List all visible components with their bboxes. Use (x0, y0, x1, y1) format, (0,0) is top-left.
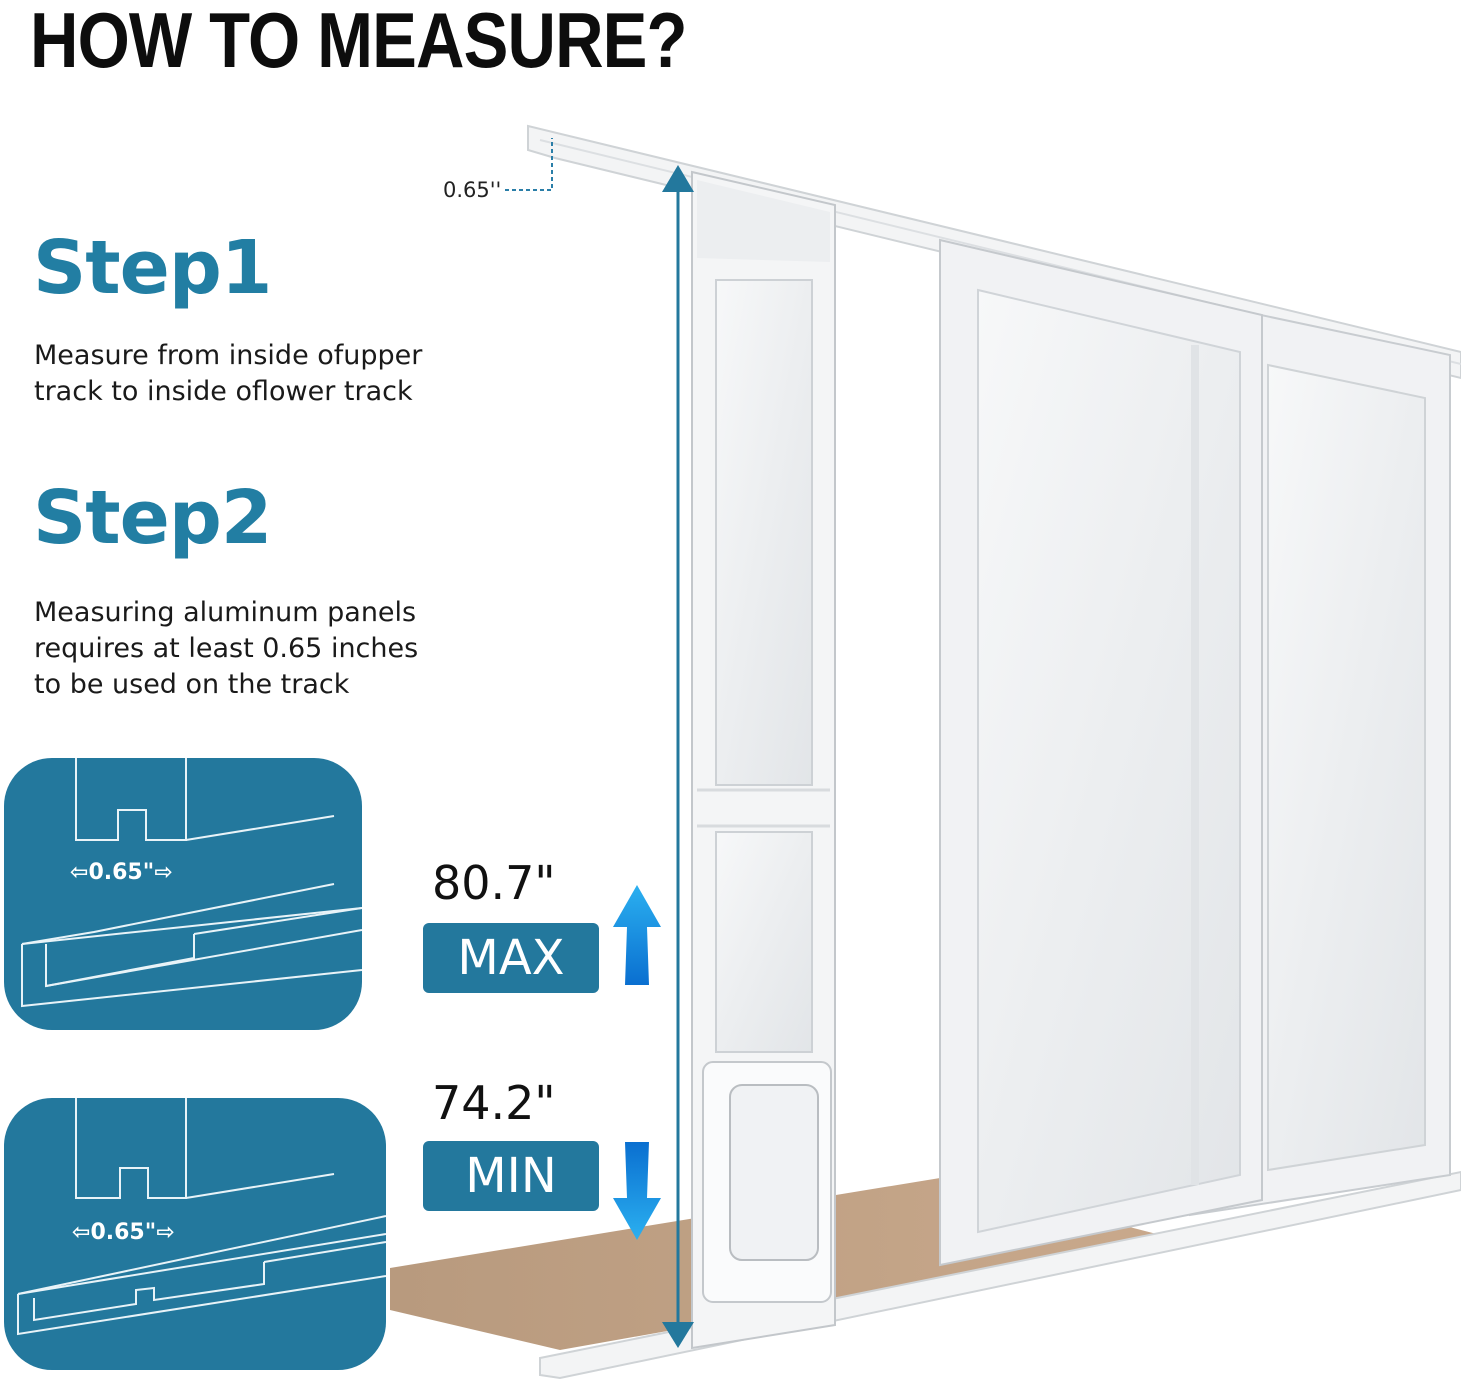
track-gap-label: ⇦0.65"⇨ (72, 1220, 175, 1245)
track-gap-value: 0.65" (88, 860, 155, 885)
step2-line: to be used on the track (34, 669, 350, 700)
left-arrow-icon: ⇦ (70, 860, 89, 885)
step1-line: Measure from inside ofupper (34, 340, 423, 371)
max-arrow (613, 885, 661, 985)
right-arrow-icon: ⇨ (156, 1220, 175, 1245)
track-gap-label: ⇦0.65"⇨ (70, 860, 173, 885)
page-title: HOW TO MEASURE? (30, 0, 688, 84)
right-arrow-icon: ⇨ (154, 860, 173, 885)
step1-description: Measure from inside ofupper track to ins… (34, 338, 422, 410)
top-track-dimension: 0.65'' (443, 178, 502, 202)
track-gap-value: 0.65" (90, 1220, 157, 1245)
track-profile-drawing (17, 1098, 386, 1336)
single-track-diagram: ⇦0.65"⇨ (4, 758, 362, 1030)
step2-description: Measuring aluminum panels requires at le… (34, 595, 418, 703)
step2-heading: Step2 (33, 475, 272, 561)
double-track-diagram: ⇦0.65"⇨ (4, 1098, 386, 1370)
step1-line: track to inside oflower track (34, 376, 413, 407)
min-badge: MIN (423, 1141, 599, 1211)
max-badge: MAX (423, 923, 599, 993)
step1-heading: Step1 (33, 225, 272, 311)
left-arrow-icon: ⇦ (72, 1220, 91, 1245)
step2-line: requires at least 0.65 inches (34, 633, 419, 664)
step2-line: Measuring aluminum panels (34, 597, 417, 628)
min-height-value: 74.2" (432, 1076, 556, 1130)
track-profile-drawing (21, 758, 362, 1008)
max-height-value: 80.7" (432, 856, 556, 910)
min-arrow (613, 1142, 661, 1240)
